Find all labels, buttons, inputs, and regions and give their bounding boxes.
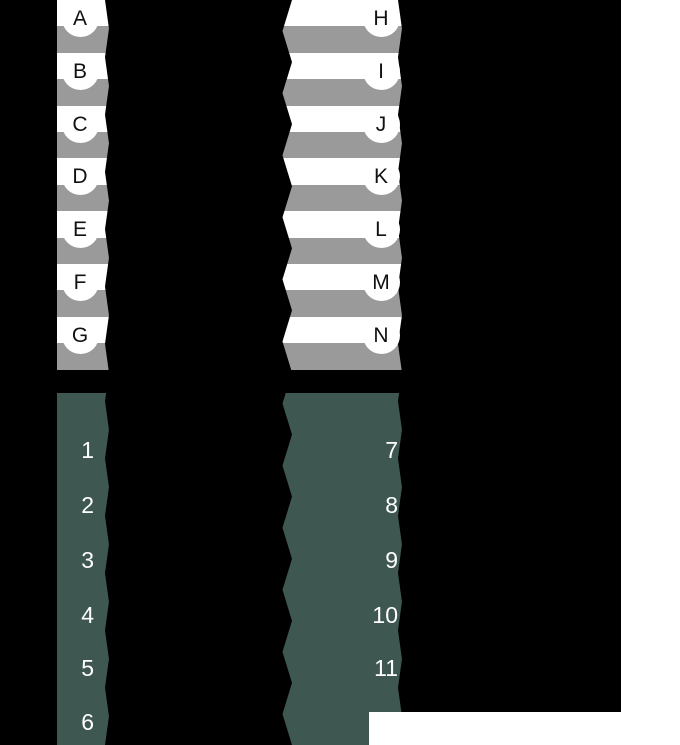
letter-badge-n[interactable]: N	[362, 316, 400, 354]
letter-badge-f[interactable]: F	[61, 263, 99, 301]
numeral-7: 7	[385, 437, 398, 463]
numeral-2: 2	[81, 492, 94, 518]
letter-badge-k[interactable]: K	[362, 157, 400, 195]
letter-badge-m[interactable]: M	[362, 263, 400, 301]
numeral-8: 8	[385, 492, 398, 518]
letter-badge-c[interactable]: C	[61, 105, 99, 143]
letter-badge-l[interactable]: L	[362, 210, 400, 248]
letter-badge-a[interactable]: A	[61, 0, 99, 37]
numeral-5: 5	[81, 655, 94, 681]
letter-badge-b[interactable]: B	[61, 52, 99, 90]
right-strip-teal-section	[268, 393, 415, 745]
left-strip-ragged-edge	[105, 0, 127, 745]
letter-badge-e[interactable]: E	[61, 210, 99, 248]
letter-badge-j[interactable]: J	[362, 105, 400, 143]
right-edge-white-panel	[621, 0, 680, 712]
bottom-right-white-panel	[369, 712, 680, 745]
letter-badge-i[interactable]: I	[362, 52, 400, 90]
letter-badge-g[interactable]: G	[61, 316, 99, 354]
numeral-11: 11	[374, 655, 398, 681]
numeral-3: 3	[81, 547, 94, 573]
letter-badge-h[interactable]: H	[362, 0, 400, 37]
right-strip-ragged-right-edge	[398, 0, 420, 745]
right-strip-ragged-left-edge	[258, 0, 292, 745]
numeral-10: 10	[372, 602, 398, 628]
right-strip-banded-section	[268, 0, 415, 393]
right-strip	[268, 0, 415, 745]
numeral-4: 4	[81, 602, 94, 628]
letter-badge-d[interactable]: D	[61, 157, 99, 195]
numeral-6: 6	[81, 709, 94, 735]
numeral-9: 9	[385, 547, 398, 573]
numeral-1: 1	[81, 437, 94, 463]
